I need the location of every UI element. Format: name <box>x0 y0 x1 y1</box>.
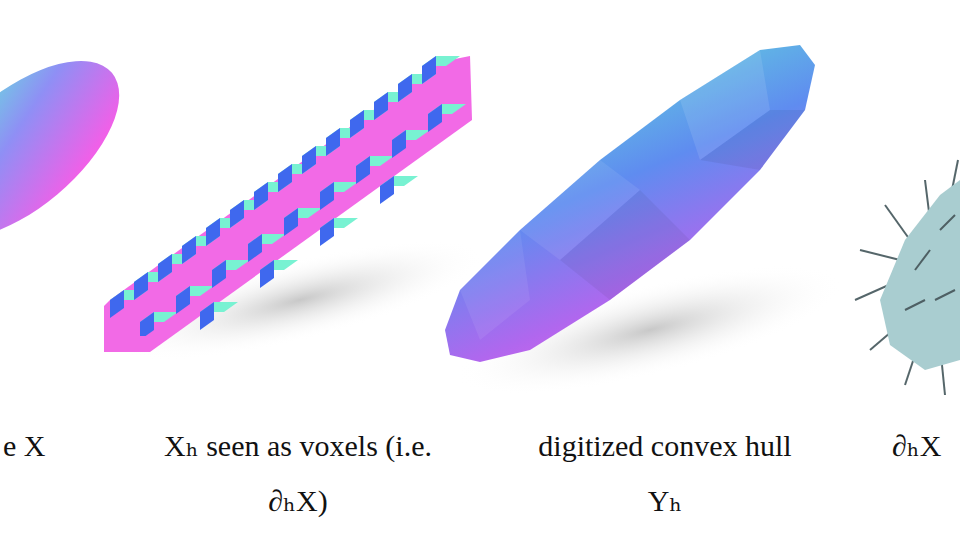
caption-label: digitized convex hull Yₕ <box>535 418 795 528</box>
caption-label: ∂ₕX <box>892 418 941 473</box>
caption-label: e X <box>3 418 45 473</box>
caption-label: Xₕ seen as voxels (i.e. ∂ₕX) <box>163 418 433 528</box>
